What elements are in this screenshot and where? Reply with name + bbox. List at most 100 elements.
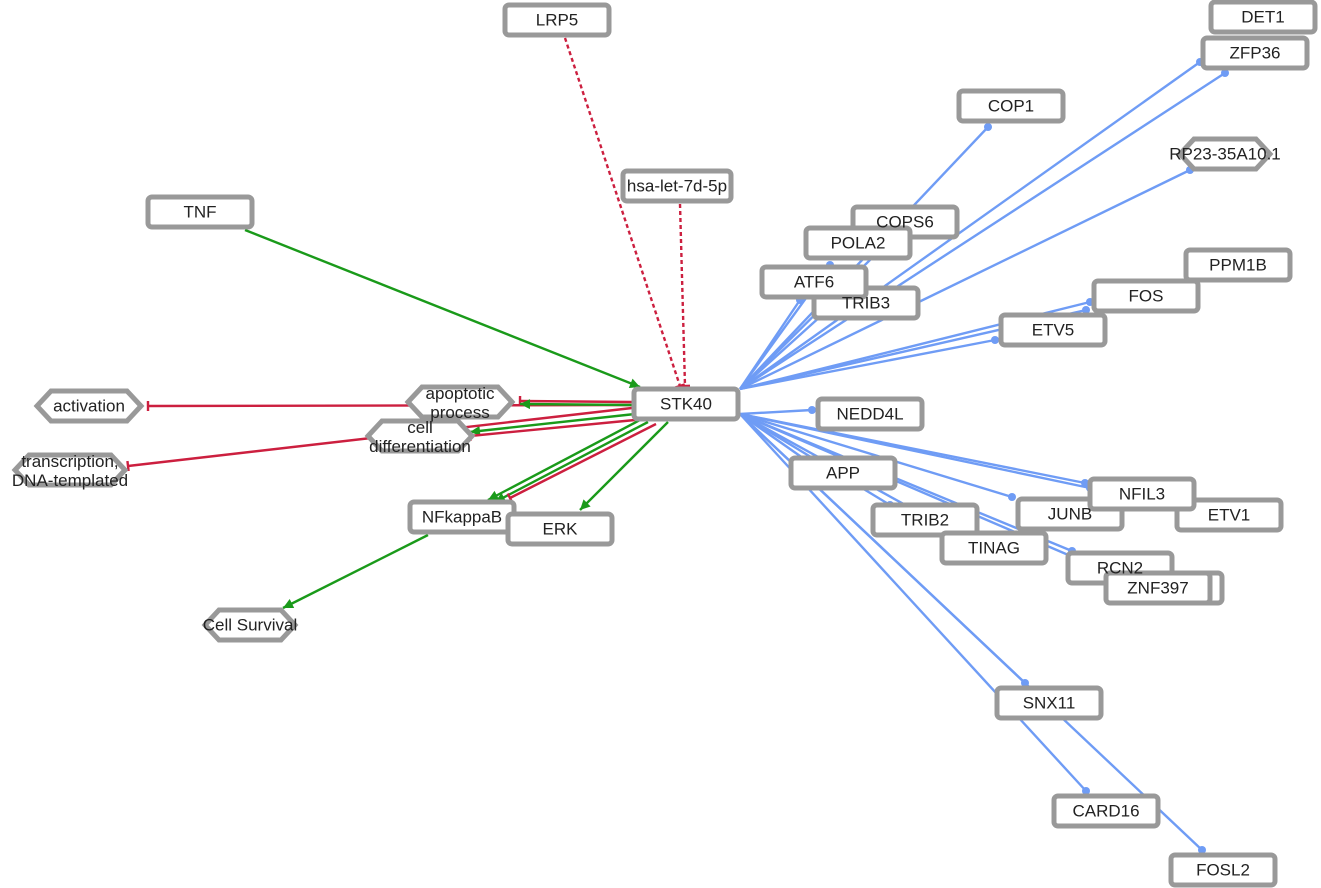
node-atf6[interactable] [759, 264, 869, 300]
node-etv1[interactable] [1174, 497, 1284, 533]
node-label: ETV5 [1032, 321, 1075, 340]
node-label: POLA2 [831, 234, 886, 253]
node-label: FOSL2 [1196, 861, 1250, 880]
node-znf397[interactable] [1103, 570, 1213, 606]
edge-dot [1221, 69, 1229, 77]
node-label: PPM1B [1209, 256, 1267, 275]
edge-dot [1008, 493, 1016, 501]
edge-dot [991, 336, 999, 344]
node-app[interactable] [788, 455, 898, 491]
node-box [870, 502, 980, 538]
node-etv5[interactable] [998, 312, 1108, 348]
node-card16[interactable] [1051, 793, 1161, 829]
node-box [1168, 852, 1278, 888]
node-nfil3[interactable] [1087, 476, 1197, 512]
node-snx11[interactable] [994, 685, 1104, 721]
arrowhead [628, 378, 640, 388]
node-erk[interactable] [505, 511, 615, 547]
node-det1[interactable] [1208, 0, 1318, 35]
node-box [145, 194, 255, 230]
edge-dot [1198, 846, 1206, 854]
edge-TNF-STK40 [244, 228, 641, 389]
node-box [620, 168, 734, 204]
node-box [939, 530, 1049, 566]
node-nedd4l[interactable] [815, 396, 925, 432]
node-hexagon [1176, 136, 1274, 172]
arrowhead [470, 425, 481, 436]
arrowhead [580, 499, 591, 510]
node-tnf[interactable] [145, 194, 255, 230]
node-label: activation [53, 397, 125, 416]
node-box [631, 386, 741, 422]
node-hexagon [33, 388, 145, 424]
edge-STK40-ETV5 [739, 336, 999, 391]
node-box [1200, 35, 1310, 71]
node-transcription[interactable] [11, 452, 129, 488]
node-apoptotic[interactable] [404, 384, 516, 420]
node-box [1208, 0, 1318, 35]
edge-dot [808, 406, 816, 414]
edge-STK40-celldiff [469, 412, 636, 436]
edge-NFkappaB-CellSurvival [282, 533, 429, 610]
node-box [1087, 476, 1197, 512]
node-label: NEDD4L [836, 405, 903, 424]
node-label: TNF [183, 203, 216, 222]
node-box [788, 455, 898, 491]
edge-STK40-NFkappaB [506, 422, 657, 504]
edge-STK40-apoptotic [519, 399, 633, 410]
node-zfp36[interactable] [1200, 35, 1310, 71]
node-box [1174, 497, 1284, 533]
edge-LET7D-STK40 [678, 203, 691, 388]
node-label: JUNB [1048, 505, 1092, 524]
edge-STK40-ZFP36 [739, 69, 1229, 391]
node-cellsurvival[interactable] [201, 607, 299, 643]
node-fos[interactable] [1091, 278, 1201, 314]
node-box [994, 685, 1104, 721]
node-label: RP23-35A10.1 [1169, 145, 1281, 164]
node-celldiff[interactable] [364, 418, 476, 454]
node-label: ZFP36 [1229, 44, 1280, 63]
node-hexagon [11, 452, 129, 488]
node-fosl2[interactable] [1168, 852, 1278, 888]
node-box [1103, 570, 1213, 606]
node-stk40[interactable] [631, 386, 741, 422]
node-box [1183, 247, 1293, 283]
nodes-layer [11, 0, 1318, 888]
node-label: FOS [1129, 287, 1164, 306]
edge-dot [1082, 787, 1090, 795]
node-lrp5[interactable] [502, 2, 612, 38]
node-label: APP [826, 464, 860, 483]
node-label: CARD16 [1072, 802, 1139, 821]
node-box [815, 396, 925, 432]
node-label: NFkappaB [422, 508, 502, 527]
node-box [502, 2, 612, 38]
edge-STK40-NFkappaB [494, 420, 649, 504]
arrowhead [283, 599, 295, 608]
node-trib2[interactable] [870, 502, 980, 538]
node-ppm1b[interactable] [1183, 247, 1293, 283]
node-rp23[interactable] [1176, 136, 1274, 172]
node-box [505, 511, 615, 547]
node-label: Cell Survival [203, 616, 297, 635]
node-label: STK40 [660, 395, 712, 414]
node-label: TRIB2 [901, 511, 949, 530]
node-label: transcription,DNA-templated [12, 452, 128, 490]
node-tinag[interactable] [939, 530, 1049, 566]
edge-STK40-NFkappaB [487, 418, 641, 502]
edges-layer [126, 37, 1229, 854]
node-activation[interactable] [33, 388, 145, 424]
node-cop1[interactable] [956, 88, 1066, 124]
node-label: NFIL3 [1119, 485, 1165, 504]
node-label: COPS6 [876, 213, 934, 232]
node-pola2[interactable] [803, 225, 913, 261]
edge-STK40-apoptotic [518, 395, 633, 407]
edge-STK40-NEDD4L [739, 406, 816, 416]
node-hexagon [364, 418, 476, 454]
edge-STK40-ERK [579, 421, 669, 511]
node-let7d[interactable] [620, 168, 734, 204]
node-label: ZNF397 [1127, 579, 1188, 598]
node-box [759, 264, 869, 300]
